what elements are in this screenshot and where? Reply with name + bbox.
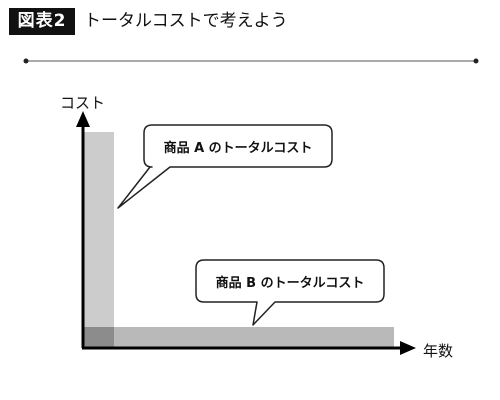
- callout-b-bubble: [195, 259, 385, 326]
- overlap-area: [84, 327, 114, 348]
- y-axis-label: コスト: [60, 94, 105, 112]
- product-a-cost-area: [84, 132, 114, 348]
- product-b-cost-area: [84, 327, 394, 348]
- x-axis-arrowhead: [400, 341, 416, 355]
- callout-a-bubble: [117, 124, 333, 209]
- callout-b-text: 商品 B のトータルコスト: [216, 275, 365, 291]
- figure-number-badge: 図表2: [9, 8, 75, 35]
- figure-title: トータルコストで考えよう: [84, 11, 288, 31]
- callout-a-text: 商品 A のトータルコスト: [164, 140, 313, 156]
- divider-dot-right: [473, 58, 479, 64]
- divider-dot-left: [23, 58, 29, 64]
- y-axis-arrowhead: [76, 111, 90, 127]
- x-axis-label: 年数: [423, 342, 453, 360]
